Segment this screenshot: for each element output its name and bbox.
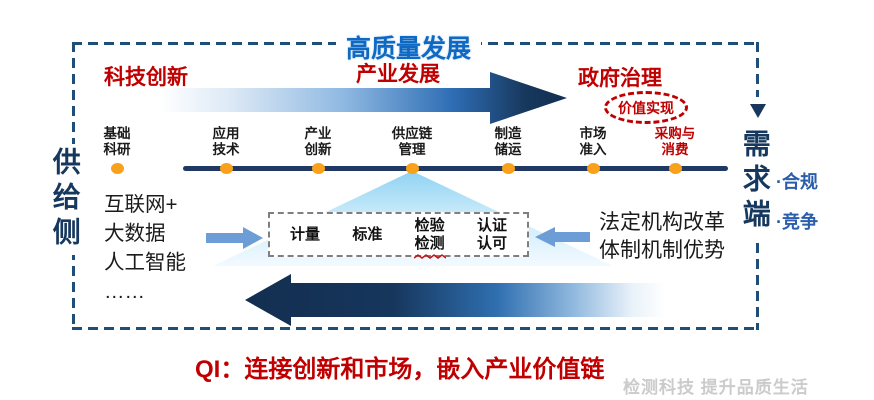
phase-industry-development: 产业发展 xyxy=(356,63,440,86)
qi-caption: QI：连接创新和市场，嵌入产业价值链 xyxy=(195,356,605,383)
demand-side-label: 需求端 xyxy=(738,126,771,237)
chain-node-basic-research: 基础科研 xyxy=(103,126,131,158)
demand-down-arrow-icon xyxy=(750,104,766,118)
demand-to-qi-arrow-icon xyxy=(535,227,590,247)
demand-tool-line1: 法定机构改革 xyxy=(599,211,725,234)
supply-side-label: 供给侧 xyxy=(48,144,81,255)
supply-tool-ai: 人工智能 xyxy=(104,251,186,274)
value-chain-line xyxy=(183,166,728,171)
chain-node-manufacturing: 制造储运 xyxy=(494,126,522,158)
chain-node-supply-chain: 供应链管理 xyxy=(391,126,433,158)
chain-dot-applied-tech xyxy=(220,163,233,174)
spellcheck-squiggle-icon xyxy=(413,253,446,259)
frame-bottom-border xyxy=(72,327,759,330)
qi-item-standards: 标准 xyxy=(352,225,383,243)
supply-tool-ellipsis: …… xyxy=(104,280,145,303)
chain-node-applied-tech: 应用技术 xyxy=(212,126,240,158)
chain-dot-manufacturing xyxy=(502,163,515,174)
chain-node-market-access: 市场准入 xyxy=(579,126,607,158)
watermark-text: 检测科技 提升品质生活 xyxy=(623,378,809,397)
qi-item-inspection-testing: 检验检测 xyxy=(413,217,446,259)
supply-tools-list: 互联网+ 大数据 人工智能 …… xyxy=(104,190,186,306)
chain-dot-procurement xyxy=(669,163,682,174)
phase-tech-innovation: 科技创新 xyxy=(104,66,188,89)
frame-right-border-lower xyxy=(756,243,759,330)
chain-dot-supply-chain xyxy=(406,163,419,174)
chain-dot-industry-innovation xyxy=(312,163,325,174)
supply-to-qi-arrow-icon xyxy=(206,227,263,249)
demand-bullet-competition: ·竞争 xyxy=(776,212,818,232)
frame-right-border-upper xyxy=(756,42,759,97)
demand-tools-text: 法定机构改革 体制机制优势 xyxy=(599,209,725,265)
qi-item-certification-accreditation: 认证认可 xyxy=(476,217,507,252)
chain-dot-market-access xyxy=(587,163,600,174)
demand-tool-line2: 体制机制优势 xyxy=(599,239,725,262)
qi-elements-box: 计量 标准 检验检测 认证认可 xyxy=(268,212,529,259)
demand-bullet-compliance: ·合规 xyxy=(776,172,818,192)
chain-dot-basic-research xyxy=(111,163,124,174)
qi-item-metrology: 计量 xyxy=(290,225,321,243)
chain-node-industry-innovation: 产业创新 xyxy=(304,126,332,158)
supply-tool-bigdata: 大数据 xyxy=(104,222,166,245)
value-realization-label: 价值实现 xyxy=(618,99,674,116)
value-realization-badge: 价值实现 xyxy=(604,91,688,124)
chain-node-procurement: 采购与消费 xyxy=(654,126,696,158)
phase-government-governance: 政府治理 xyxy=(578,67,662,90)
page-title: 高质量发展 xyxy=(336,29,482,65)
feedback-left-arrow xyxy=(245,274,665,326)
supply-tool-internet: 互联网+ xyxy=(104,193,178,216)
